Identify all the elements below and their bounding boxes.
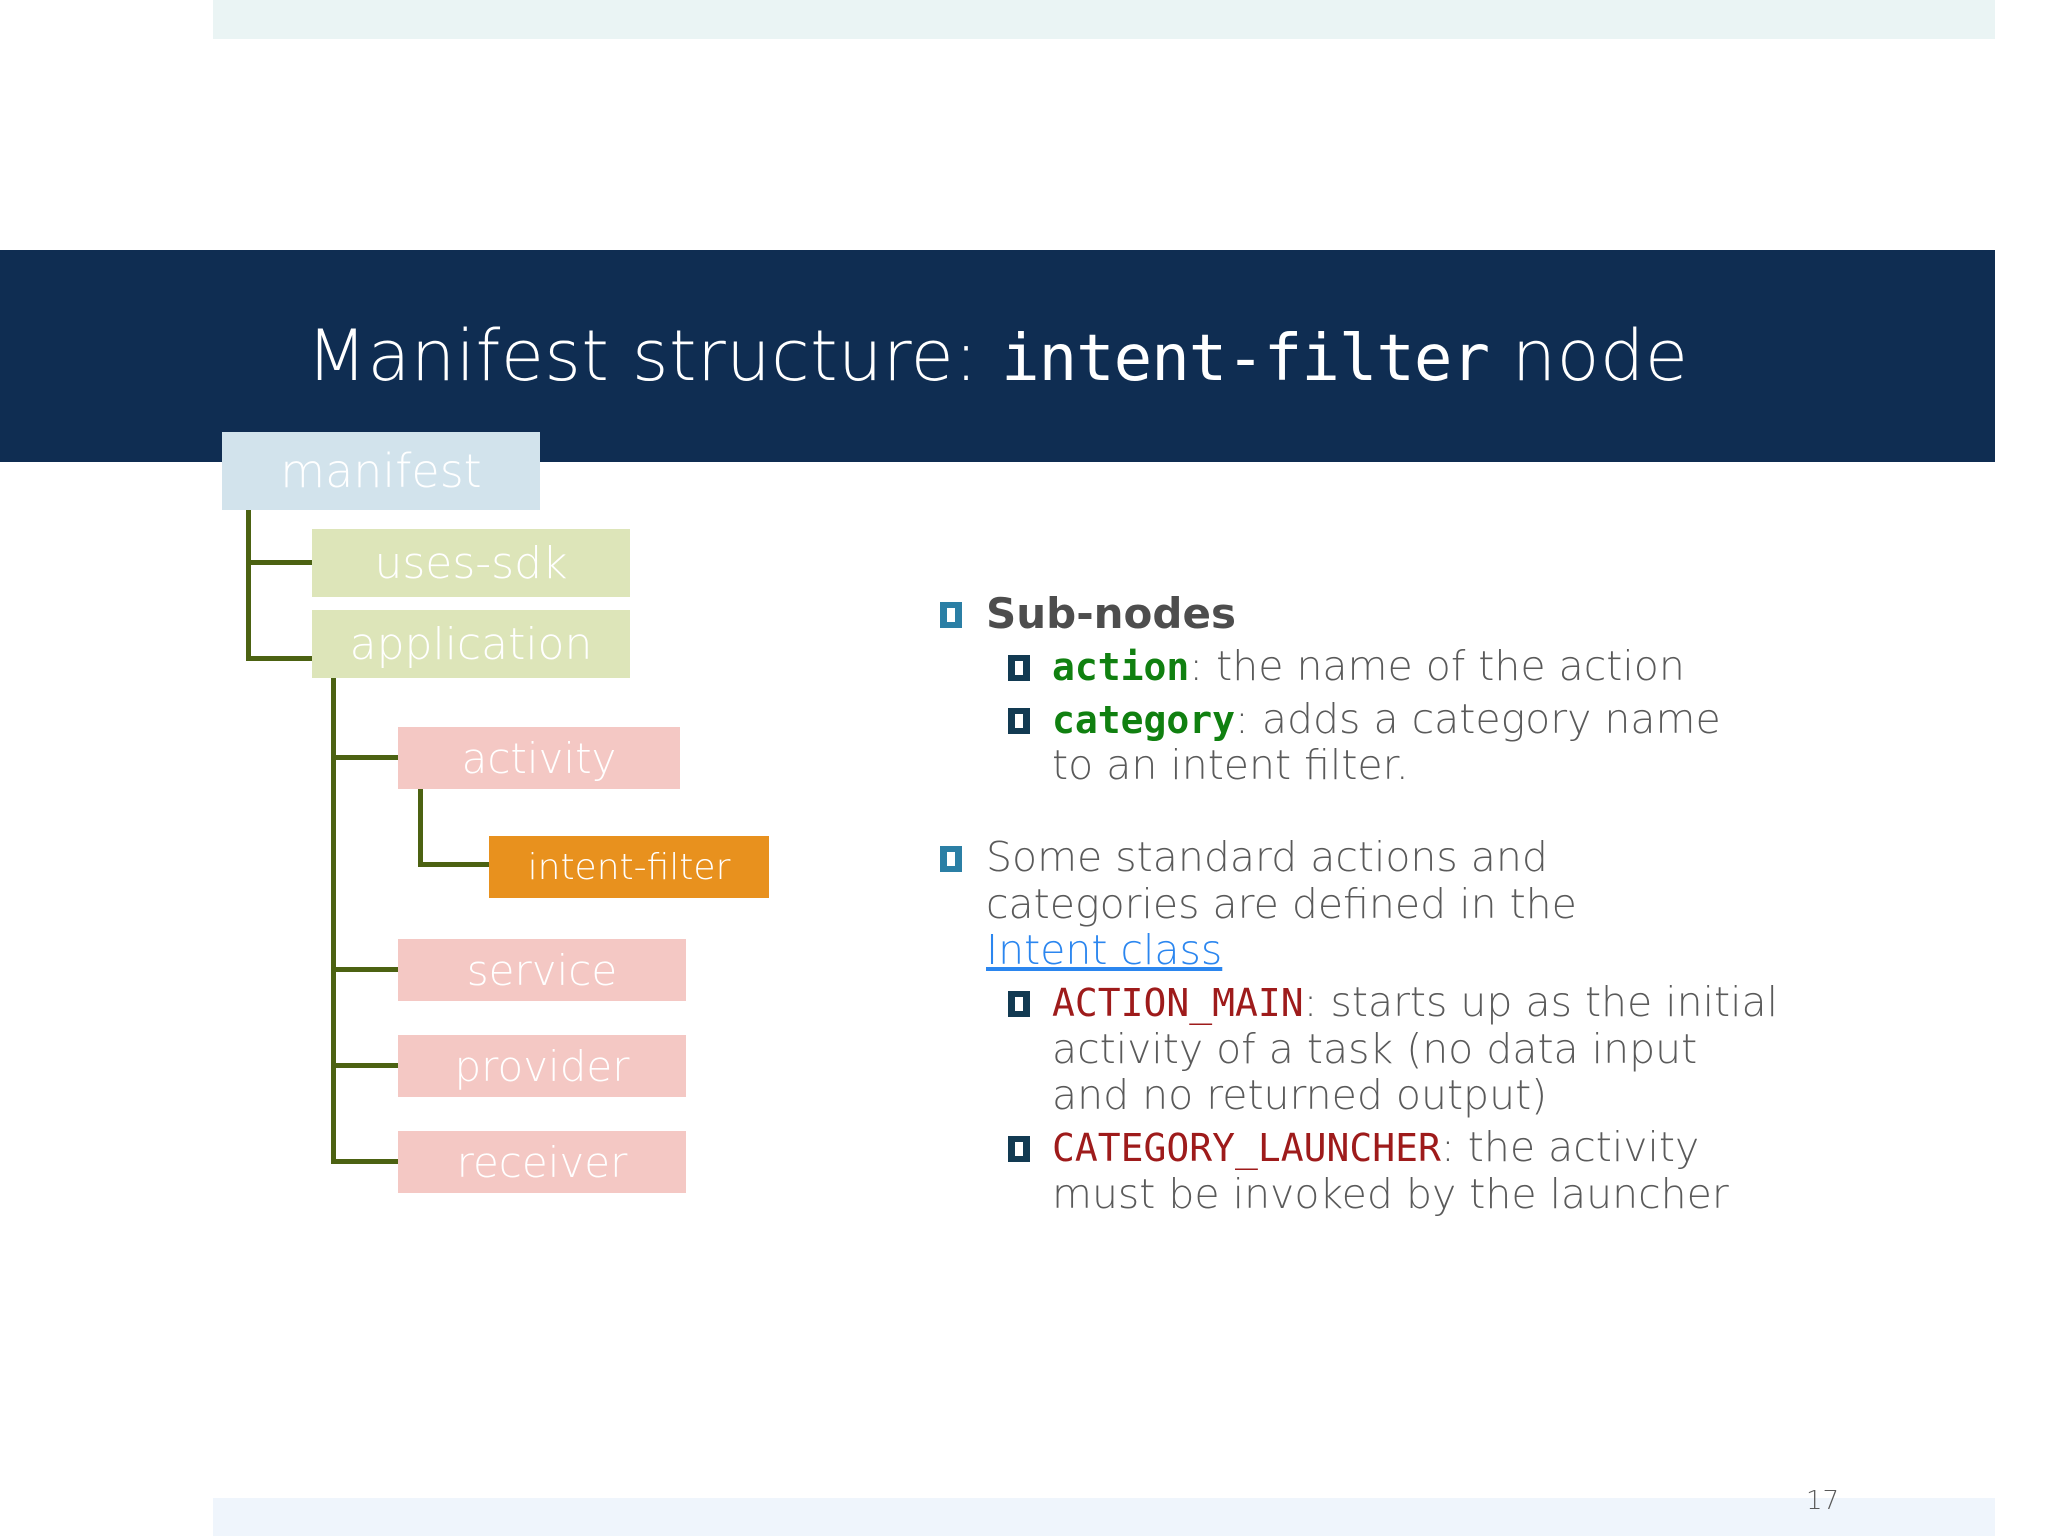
title-prefix: Manifest structure:: [306, 315, 1002, 397]
tree-node-label: service: [466, 945, 618, 995]
category-launcher-rest2: must be invoked by the launcher: [1052, 1169, 1729, 1218]
decorative-bottom-bar: [213, 1498, 1995, 1536]
connector-activity-trunk: [418, 789, 423, 867]
action-main-rest2: activity of a task (no data input: [1052, 1024, 1698, 1073]
connector-to-provider: [331, 1063, 401, 1068]
decorative-top-bar: [213, 0, 1995, 39]
standard-actions-line2: categories are defined in the: [986, 879, 1577, 928]
bullet-item-action: action: the name of the action: [1008, 643, 2000, 690]
square-bullet-icon: [1008, 991, 1030, 1018]
connector-to-service: [331, 967, 401, 972]
tree-node-provider[interactable]: provider: [398, 1035, 686, 1097]
square-bullet-icon: [1008, 1136, 1030, 1163]
title-suffix: node: [1488, 315, 1689, 397]
tree-node-service[interactable]: service: [398, 939, 686, 1001]
square-bullet-icon: [940, 602, 962, 628]
bullet-text-action: action: the name of the action: [1052, 643, 1685, 689]
tree-node-label: activity: [461, 733, 617, 783]
connector-to-receiver: [331, 1159, 401, 1164]
connector-manifest-trunk: [246, 510, 251, 660]
page-title: Manifest structure: intent-filter node: [307, 321, 1689, 391]
action-main-rest: : starts up as the initial: [1303, 978, 1779, 1027]
tree-node-intent-filter[interactable]: intent-filter: [489, 836, 769, 898]
intent-class-link[interactable]: Intent class: [986, 926, 1223, 975]
bullet-text-category-rest: : adds a category name: [1235, 694, 1721, 743]
manifest-tree-diagram: manifest uses-sdk application activity i…: [0, 432, 820, 1498]
connector-to-intent-filter: [418, 862, 492, 867]
keyword-action: action: [1052, 645, 1190, 690]
square-bullet-icon: [940, 846, 962, 873]
title-code: intent-filter: [1001, 322, 1490, 396]
tree-node-label: manifest: [280, 444, 482, 498]
tree-node-uses-sdk[interactable]: uses-sdk: [312, 529, 630, 597]
bullet-block-sub-nodes: Sub-nodes action: the name of the action…: [940, 590, 2000, 788]
connector-application-trunk: [331, 678, 336, 1162]
tree-node-application[interactable]: application: [312, 610, 630, 678]
bullet-text-action-rest: : the name of the action: [1189, 642, 1685, 691]
tree-node-manifest[interactable]: manifest: [222, 432, 540, 510]
keyword-action-main: ACTION_MAIN: [1052, 981, 1304, 1026]
bullet-content-area: Sub-nodes action: the name of the action…: [940, 590, 2000, 1227]
tree-node-receiver[interactable]: receiver: [398, 1131, 686, 1193]
keyword-category: category: [1052, 697, 1236, 742]
connector-to-uses-sdk: [246, 560, 316, 565]
connector-to-application: [246, 656, 316, 661]
action-main-rest3: and no returned output): [1052, 1071, 1548, 1120]
bullet-text-category-rest2: to an intent filter.: [1052, 741, 1409, 790]
tree-node-activity[interactable]: activity: [398, 727, 680, 789]
square-bullet-icon: [1008, 655, 1030, 682]
square-bullet-icon: [1008, 707, 1030, 734]
keyword-category-launcher: CATEGORY_LAUNCHER: [1052, 1126, 1441, 1171]
tree-node-label: provider: [454, 1041, 630, 1091]
bullet-item-sub-nodes: Sub-nodes: [940, 590, 2000, 637]
tree-node-label: intent-filter: [527, 846, 731, 888]
block-spacer: [940, 798, 2000, 834]
bullet-heading-sub-nodes: Sub-nodes: [986, 589, 1236, 638]
title-banner: Manifest structure: intent-filter node: [0, 250, 1995, 462]
connector-to-activity: [331, 755, 401, 760]
page-number: 17: [1806, 1486, 1840, 1516]
tree-node-label: receiver: [456, 1137, 628, 1187]
tree-node-label: application: [349, 618, 593, 670]
standard-actions-line1: Some standard actions and: [986, 833, 1548, 882]
category-launcher-rest: : the activity: [1440, 1123, 1700, 1172]
tree-node-label: uses-sdk: [374, 537, 568, 589]
